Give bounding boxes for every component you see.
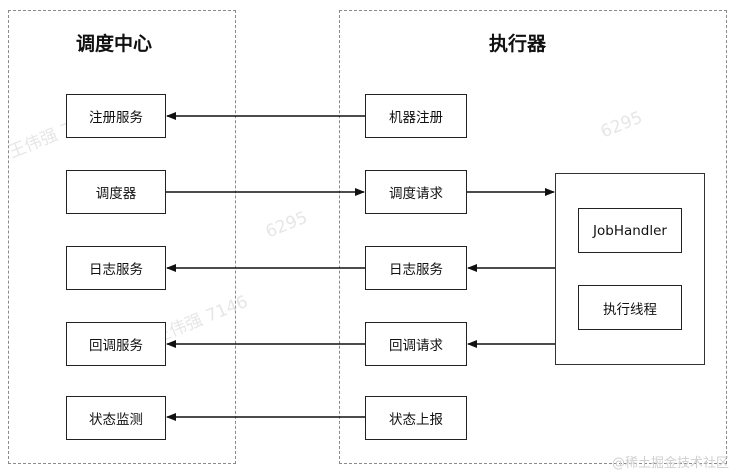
scheduler-center-group — [8, 10, 236, 464]
executor-title: 执行器 — [489, 33, 547, 55]
job-handler-node: JobHandler — [578, 208, 682, 253]
status-monitor-node: 状态监测 — [66, 396, 166, 440]
footer-watermark: @稀土掘金技术社区 — [611, 456, 729, 471]
status-report-node: 状态上报 — [365, 396, 467, 440]
exec-thread-node: 执行线程 — [578, 285, 682, 330]
register-service-node: 注册服务 — [66, 94, 166, 138]
machine-register-node: 机器注册 — [365, 94, 467, 138]
executor-log-service-node: 日志服务 — [365, 246, 467, 290]
callback-service-node: 回调服务 — [66, 322, 166, 366]
schedule-request-node: 调度请求 — [365, 170, 467, 214]
scheduler-center-title: 调度中心 — [76, 33, 153, 55]
executor-group — [339, 10, 727, 464]
job-handler-panel — [555, 173, 705, 365]
log-service-node: 日志服务 — [66, 246, 166, 290]
callback-request-node: 回调请求 — [365, 322, 467, 366]
scheduler-node: 调度器 — [66, 170, 166, 214]
